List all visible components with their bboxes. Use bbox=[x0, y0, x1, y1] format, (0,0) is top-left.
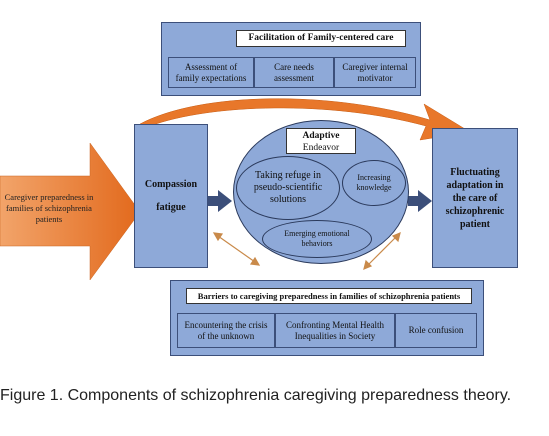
right-double-arrow bbox=[363, 231, 401, 271]
barriers-title: Barriers to caregiving preparedness in f… bbox=[186, 288, 472, 304]
top-item-assessment-expectations: Assessment of family expectations bbox=[168, 57, 254, 88]
family-centered-care-title: Facilitation of Family-centered care bbox=[236, 30, 406, 47]
emotional-ellipse: Emerging emotional behaviors bbox=[262, 220, 372, 258]
caption-text: Components of schizophrenia caregiving p… bbox=[63, 387, 512, 404]
top-item-care-needs: Care needs assessment bbox=[254, 57, 334, 88]
left-double-arrow bbox=[212, 232, 261, 266]
knowledge-ellipse: Increasing knowledge bbox=[342, 160, 406, 206]
bottom-item-crisis-unknown: Encountering the crisis of the unknown bbox=[177, 313, 275, 348]
bottom-item-role-confusion: Role confusion bbox=[395, 313, 477, 348]
figure-caption: Figure 1. Components of schizophrenia ca… bbox=[0, 385, 545, 406]
compassion-to-center-arrow bbox=[208, 190, 232, 212]
top-item-internal-motivator: Caregiver internal motivator bbox=[334, 57, 416, 88]
adaptive-endeavor-title: Adaptive Endeavor bbox=[286, 128, 356, 154]
left-orange-arrow bbox=[0, 142, 141, 281]
compassion-title: Compassion bbox=[144, 179, 198, 190]
left-arrow-label: Caregiver preparedness in families of sc… bbox=[4, 192, 94, 224]
refuge-ellipse: Taking refuge in pseudo-scientific solut… bbox=[236, 156, 340, 220]
fluctuating-adaptation-box: Fluctuating adaptation in the care of sc… bbox=[432, 128, 518, 268]
bottom-item-inequalities: Confronting Mental Health Inequalities i… bbox=[275, 313, 395, 348]
caption-label: Figure 1. bbox=[0, 387, 64, 404]
adaptive-endeavor-line1: Adaptive bbox=[302, 131, 340, 141]
compassion-subtitle: fatigue bbox=[156, 202, 186, 213]
center-to-right-arrow bbox=[408, 190, 432, 212]
compassion-fatigue-box: Compassion fatigue bbox=[134, 124, 208, 268]
adaptive-endeavor-line2: Endeavor bbox=[302, 143, 340, 153]
